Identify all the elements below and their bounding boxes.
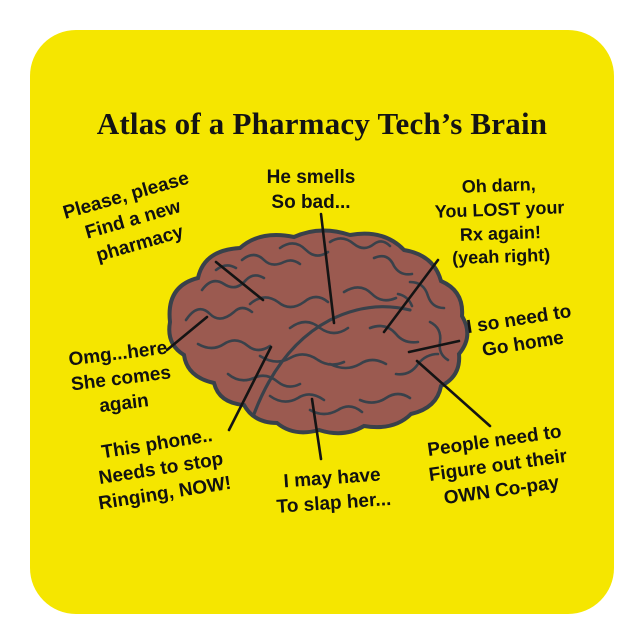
label-he-smells: He smells So bad... <box>267 165 356 215</box>
brain-illustration <box>167 228 470 436</box>
brain-outline <box>167 228 470 436</box>
page-title: Atlas of a Pharmacy Tech’s Brain <box>96 106 548 141</box>
label-lost-rx: Oh darn, You LOST your Rx again! (yeah r… <box>434 172 567 271</box>
label-slap-her: I may have To slap her... <box>274 462 392 520</box>
label-line: (yeah right) <box>451 245 551 269</box>
label-line: He smells <box>266 166 356 188</box>
label-line: So bad... <box>271 192 351 213</box>
label-omg-here: Omg...here She comes again <box>67 336 176 423</box>
label-line: You LOST your <box>434 197 565 222</box>
